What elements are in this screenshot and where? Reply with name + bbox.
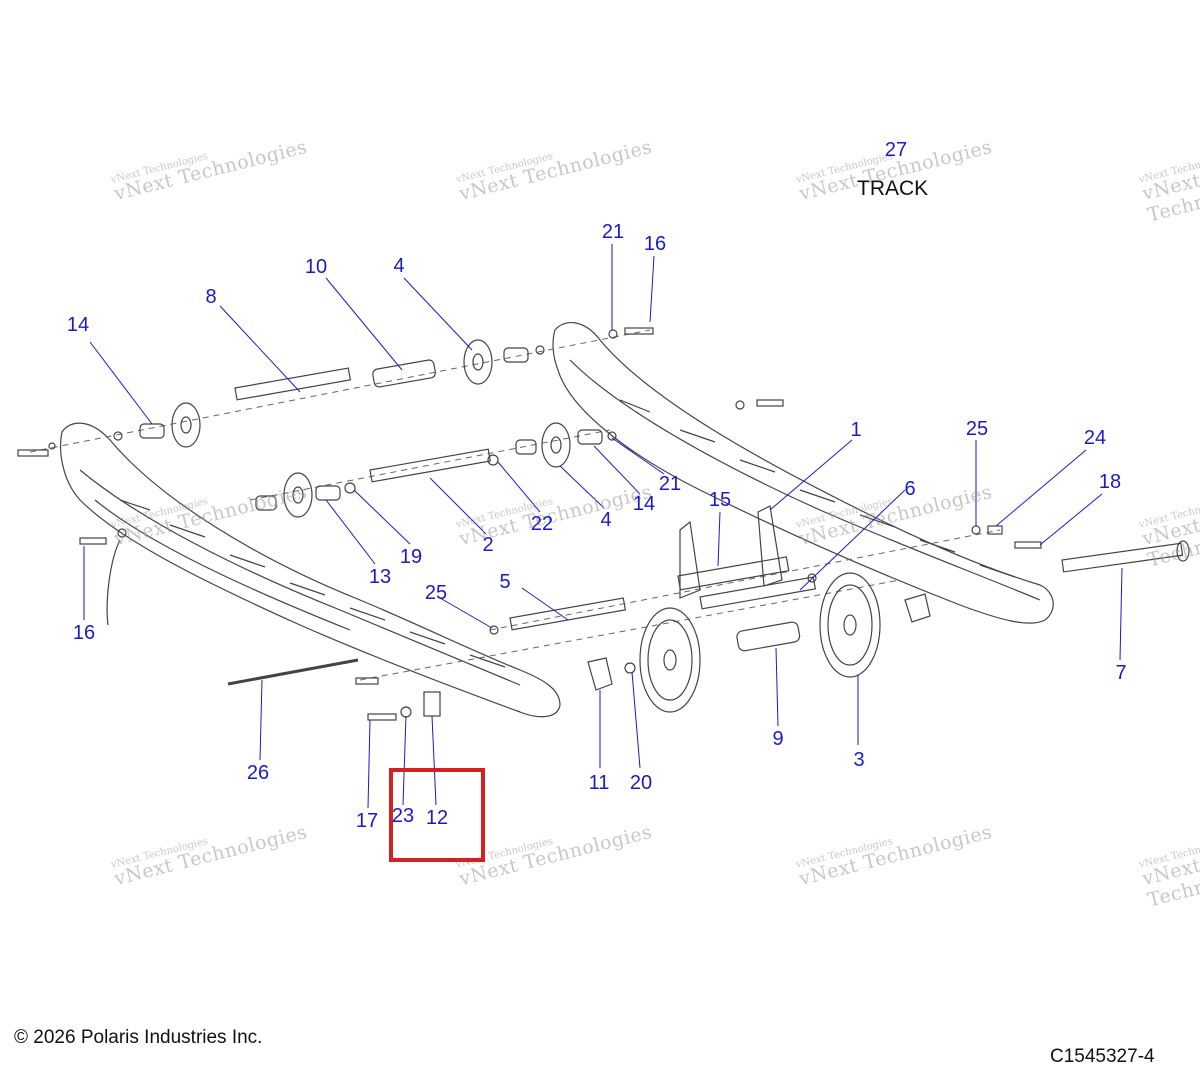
callout-23[interactable]: 23 (391, 805, 415, 827)
left-rail (59, 422, 561, 718)
wheel-mid-right (541, 422, 571, 468)
callout-1[interactable]: 1 (850, 419, 862, 441)
callout-16[interactable]: 16 (643, 233, 667, 255)
shaft-5 (509, 597, 627, 631)
callout-19[interactable]: 19 (399, 546, 423, 568)
copyright-text: © 2026 Polaris Industries Inc. (14, 1027, 263, 1048)
wheel-mid-left (283, 472, 313, 518)
callout-11[interactable]: 11 (588, 772, 610, 794)
callout-4[interactable]: 4 (600, 509, 612, 531)
bushing-13 (315, 485, 341, 501)
shaft-8 (234, 367, 352, 401)
selected-part-highlight (389, 768, 485, 862)
callout-3[interactable]: 3 (853, 749, 865, 771)
large-wheel-left (639, 607, 701, 713)
bushing-14-right (577, 429, 603, 445)
callout-22[interactable]: 22 (530, 513, 554, 535)
callout-13[interactable]: 13 (368, 566, 392, 588)
callout-5[interactable]: 5 (499, 571, 511, 593)
right-rail (552, 322, 1054, 624)
track-label: TRACK (857, 177, 929, 200)
callout-8[interactable]: 8 (205, 286, 217, 308)
callout-14[interactable]: 14 (632, 493, 656, 515)
callout-21[interactable]: 21 (601, 221, 625, 243)
part-code: C1545327-4 (1050, 1046, 1155, 1067)
wheel-upper-mid (463, 339, 493, 385)
slide-right (904, 593, 931, 623)
callout-9[interactable]: 9 (772, 728, 784, 750)
part-10 (372, 359, 436, 388)
callout-20[interactable]: 20 (629, 772, 653, 794)
shaft-2 (369, 448, 491, 483)
wheel-upper-left (171, 402, 201, 448)
slide-11 (587, 657, 613, 691)
callout-25[interactable]: 25 (965, 418, 989, 440)
callout-27[interactable]: 27 (884, 139, 908, 161)
bushing-mid (515, 439, 537, 455)
callout-12[interactable]: 12 (425, 807, 449, 829)
callout-17[interactable]: 17 (355, 810, 379, 832)
bushing-left (255, 495, 277, 511)
bolt-26 (227, 658, 359, 686)
bolt-7 (1061, 542, 1184, 573)
callout-18[interactable]: 18 (1098, 471, 1122, 493)
callout-6[interactable]: 6 (904, 478, 916, 500)
callout-2[interactable]: 2 (482, 534, 494, 556)
callout-21[interactable]: 21 (658, 473, 682, 495)
bushing-upper (503, 347, 529, 363)
shaft-6 (699, 576, 817, 610)
callout-15[interactable]: 15 (708, 489, 732, 511)
large-wheel-3 (819, 572, 881, 678)
callout-26[interactable]: 26 (246, 762, 270, 784)
part-9 (736, 621, 801, 652)
callout-4[interactable]: 4 (393, 255, 405, 277)
callout-7[interactable]: 7 (1115, 662, 1127, 684)
callout-14[interactable]: 14 (66, 314, 90, 336)
callout-24[interactable]: 24 (1083, 427, 1107, 449)
callout-25[interactable]: 25 (424, 582, 448, 604)
callout-16[interactable]: 16 (72, 622, 96, 644)
callout-10[interactable]: 10 (304, 256, 328, 278)
